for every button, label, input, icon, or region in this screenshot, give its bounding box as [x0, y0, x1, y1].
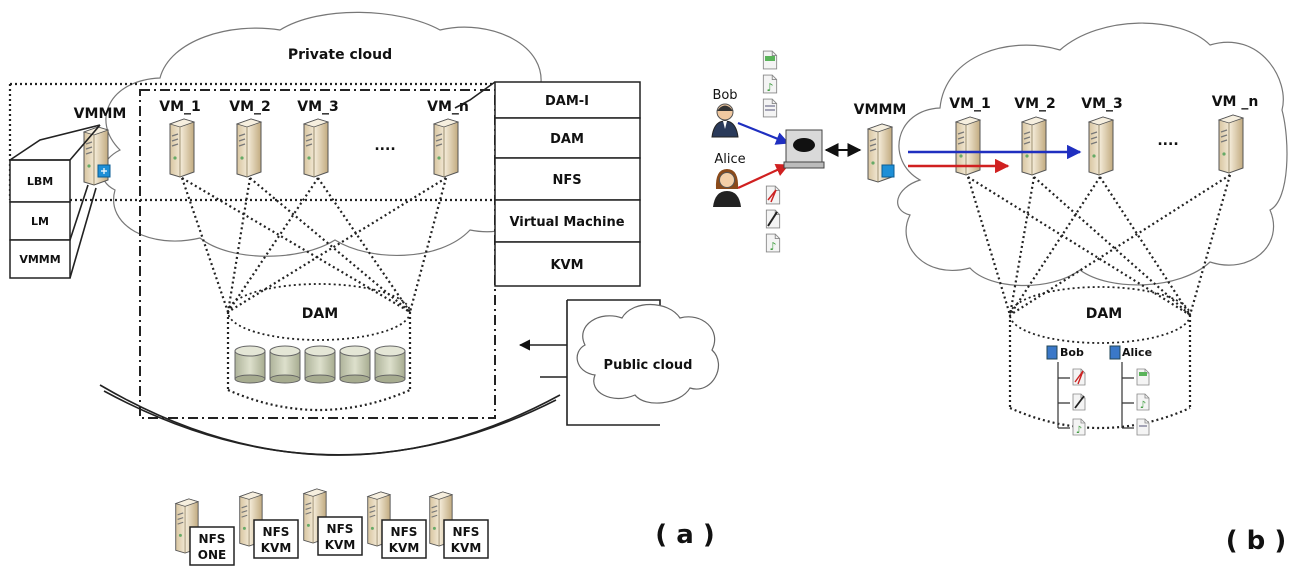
b-vm-dam-connections	[966, 174, 1232, 316]
arc-outer	[99, 384, 561, 456]
left-stack: LBM LM VMMM	[9, 124, 101, 279]
stack-dam-i: DAM-I	[545, 94, 589, 109]
stack-nfs: NFS	[552, 173, 581, 188]
nfs-3-line-1: NFS	[327, 522, 354, 536]
b-vm-2-server-icon	[1021, 116, 1047, 176]
nfs-2-line-2: KVM	[261, 541, 292, 555]
dam-cylinder: DAM	[226, 283, 412, 412]
tree-bob-label: Bob	[1060, 346, 1084, 359]
nfs-2-line-1: NFS	[263, 525, 290, 539]
nfs-1-line-2: ONE	[198, 548, 226, 562]
tree-spreadsheet-icon	[1136, 368, 1150, 386]
tree-alice-label: Alice	[1122, 346, 1152, 359]
right-stack: DAM-I DAM NFS Virtual Machine KVM	[454, 81, 641, 287]
vm-1-label: VM_1	[159, 99, 201, 115]
panel-a: Private cloud VMMM LBM LM VMMM VM_1 VM_2…	[8, 11, 719, 566]
bob-avatar-icon	[711, 103, 739, 138]
b-vmmm-badge-icon	[881, 164, 895, 178]
b-vm-3-server-icon	[1088, 116, 1114, 176]
b-vm-1-label: VM_1	[949, 96, 991, 112]
alice-files: ♪	[765, 185, 781, 253]
stack-virtual-machine: Virtual Machine	[509, 215, 624, 230]
alice-arrow	[737, 163, 790, 189]
nfs-4-line-1: NFS	[391, 525, 418, 539]
vm-3-label: VM_3	[297, 99, 339, 115]
vm-2-server-icon	[236, 118, 262, 178]
svg-text:♪: ♪	[766, 81, 773, 94]
left-stack-lbm: LBM	[27, 175, 53, 188]
text-file-icon	[762, 98, 778, 118]
bob-files: ♪	[762, 50, 778, 118]
stack-kvm: KVM	[550, 258, 583, 273]
nfs-server-row: NFS ONE NFS KVM NFS KVM NFS KVM	[175, 488, 489, 566]
nfs-5-line-1: NFS	[453, 525, 480, 539]
arc-inner	[103, 390, 557, 456]
nfs-3-line-2: KVM	[325, 538, 356, 552]
b-vmmm-label: VMMM	[854, 102, 907, 118]
tree-text-icon	[1136, 418, 1150, 436]
b-vm-n-server-icon	[1218, 114, 1244, 174]
vm-1-server-icon	[169, 118, 195, 178]
left-stack-lm: LM	[31, 215, 49, 228]
svg-text:♪: ♪	[1140, 400, 1146, 411]
public-cloud-shape	[576, 304, 719, 404]
vm-n-server-icon	[433, 118, 459, 178]
b-vm-n-label: VM _n	[1212, 94, 1259, 110]
public-cloud-label: Public cloud	[604, 358, 693, 373]
b-vm-2-label: VM_2	[1014, 96, 1056, 112]
vm-3-server-icon	[303, 118, 329, 178]
vm-n-label: VM_n	[427, 99, 469, 115]
vm-2-label: VM_2	[229, 99, 271, 115]
bob-arrow	[737, 121, 790, 145]
alice-file-tree: Alice ♪	[1109, 345, 1152, 436]
vmmm-label: VMMM	[74, 106, 127, 122]
bob-label: Bob	[712, 88, 737, 103]
svg-text:♪: ♪	[769, 240, 776, 253]
caption-a: ( a )	[655, 520, 714, 550]
vm-ellipsis: ....	[374, 138, 395, 154]
alice-label: Alice	[714, 152, 745, 167]
b-vm-ellipsis: ....	[1157, 133, 1178, 149]
nfs-5-line-2: KVM	[451, 541, 482, 555]
dam-label: DAM	[302, 306, 338, 322]
panel-b: Bob Alice ♪ ♪	[711, 22, 1288, 556]
b-vm-3-label: VM_3	[1081, 96, 1123, 112]
left-stack-vmmm: VMMM	[19, 253, 60, 266]
stack-dam: DAM	[550, 132, 584, 147]
bob-file-tree: Bob ♪	[1046, 345, 1086, 436]
nfs-4-line-2: KVM	[389, 541, 420, 555]
b-dam-label: DAM	[1086, 306, 1122, 322]
private-cloud-label: Private cloud	[288, 47, 392, 63]
vm-dam-connections	[180, 177, 448, 313]
terminal-icon	[783, 129, 825, 169]
pdf-file-icon	[765, 185, 781, 205]
alice-avatar-icon	[713, 169, 741, 207]
svg-text:♪: ♪	[1076, 425, 1082, 436]
dam-frame	[139, 89, 496, 419]
nfs-1-line-1: NFS	[199, 532, 226, 546]
caption-b: ( b )	[1226, 526, 1286, 556]
b-dam-cylinder: DAM	[1008, 286, 1192, 430]
storage-disks	[234, 345, 406, 384]
